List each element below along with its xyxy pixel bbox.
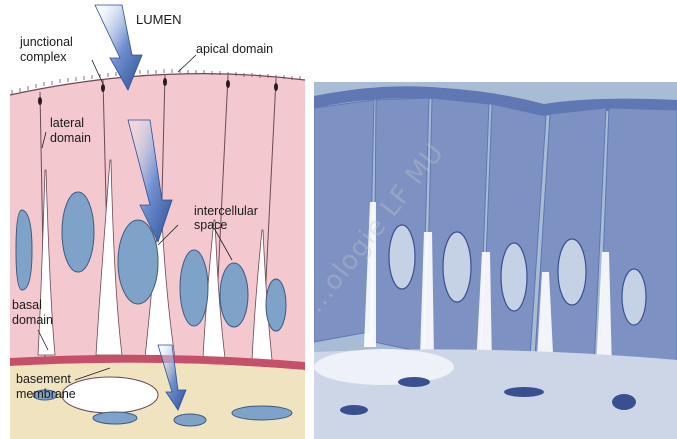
basal-domain-label-2: domain (12, 313, 53, 327)
basal-domain-label-1: basal (12, 298, 42, 312)
basement-membrane-label-1: basement (16, 372, 71, 386)
lateral-domain-label-1: lateral (50, 116, 84, 130)
basement-membrane-label-2: membrane (16, 387, 76, 401)
lateral-domain-label-2: domain (50, 131, 91, 145)
lumen-label: LUMEN (136, 13, 182, 27)
capillary (62, 377, 158, 413)
junctional-complex-label-2: complex (20, 50, 67, 64)
apical-domain-label: apical domain (196, 42, 273, 56)
intercellular-space-label-2: space (194, 218, 227, 232)
junctional-complex-label-1: junctional (20, 35, 73, 49)
intercellular-space-label-1: intercellular (194, 204, 258, 218)
